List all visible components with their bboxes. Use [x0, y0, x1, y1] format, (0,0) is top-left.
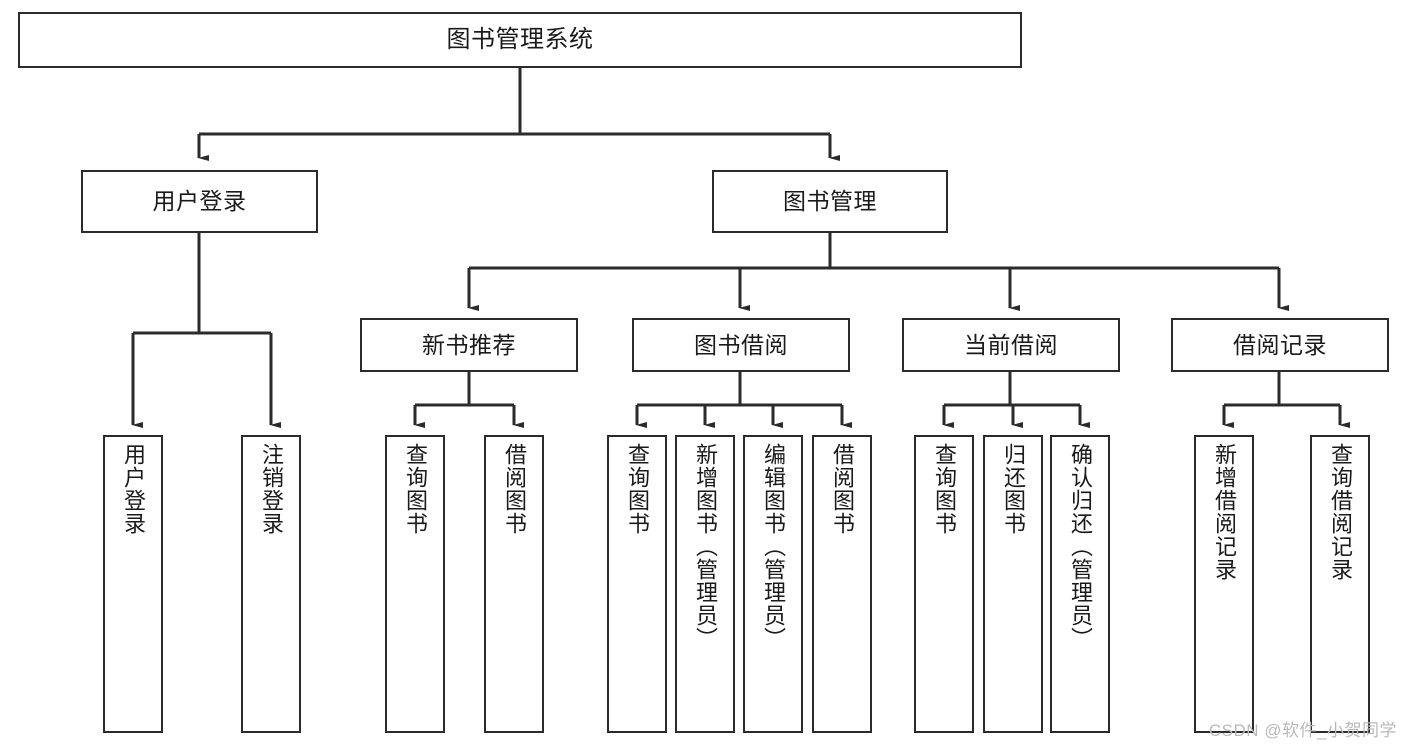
node-label: 确认归还（管理员）: [1067, 443, 1093, 650]
leaf-user-login-login[interactable]: 用户登录: [103, 435, 163, 733]
node-label: 查询图书: [624, 443, 650, 535]
node-book-borrow[interactable]: 图书借阅: [632, 318, 850, 372]
leaf-user-login-logout[interactable]: 注销登录: [241, 435, 301, 733]
leaf-new-book-query-book[interactable]: 查询图书: [385, 435, 445, 733]
node-label: 借阅记录: [1233, 331, 1327, 358]
node-label: 查询图书: [931, 443, 957, 535]
node-label: 图书管理系统: [446, 26, 594, 54]
node-book-management[interactable]: 图书管理: [712, 170, 948, 233]
csdn-watermark: CSDN @软件_小贺同学: [1208, 721, 1397, 740]
leaf-current-borrow-return-book[interactable]: 归还图书: [983, 435, 1043, 733]
node-label: 图书借阅: [694, 331, 788, 358]
node-label: 用户登录: [120, 443, 146, 535]
node-label: 用户登录: [152, 188, 247, 215]
node-user-login[interactable]: 用户登录: [81, 170, 318, 233]
node-label: 注销登录: [258, 443, 284, 535]
node-label: 借阅图书: [501, 443, 527, 535]
node-label: 查询借阅记录: [1327, 443, 1353, 581]
leaf-borrow-record-query-record[interactable]: 查询借阅记录: [1310, 435, 1370, 733]
leaf-new-book-borrow-book[interactable]: 借阅图书: [484, 435, 544, 733]
leaf-book-borrow-query-book[interactable]: 查询图书: [607, 435, 667, 733]
node-borrow-record[interactable]: 借阅记录: [1171, 318, 1389, 372]
leaf-book-borrow-add-book-admin[interactable]: 新增图书（管理员）: [675, 435, 735, 733]
node-new-book-recommend[interactable]: 新书推荐: [360, 318, 578, 372]
node-label: 新增借阅记录: [1211, 443, 1237, 581]
node-current-borrow[interactable]: 当前借阅: [902, 318, 1120, 372]
leaf-current-borrow-query-book[interactable]: 查询图书: [914, 435, 974, 733]
node-label: 查询图书: [402, 443, 428, 535]
node-label: 当前借阅: [964, 331, 1058, 358]
node-label: 编辑图书（管理员）: [760, 443, 786, 650]
node-label: 借阅图书: [829, 443, 855, 535]
leaf-borrow-record-add-record[interactable]: 新增借阅记录: [1194, 435, 1254, 733]
node-label: 新书推荐: [422, 331, 516, 358]
leaf-book-borrow-edit-book-admin[interactable]: 编辑图书（管理员）: [743, 435, 803, 733]
node-root-book-management-system[interactable]: 图书管理系统: [18, 12, 1022, 68]
node-label: 新增图书（管理员）: [692, 443, 718, 650]
node-label: 归还图书: [1000, 443, 1026, 535]
node-label: 图书管理: [783, 188, 877, 215]
leaf-book-borrow-borrow-book[interactable]: 借阅图书: [812, 435, 872, 733]
leaf-current-borrow-confirm-return-admin[interactable]: 确认归还（管理员）: [1050, 435, 1110, 733]
